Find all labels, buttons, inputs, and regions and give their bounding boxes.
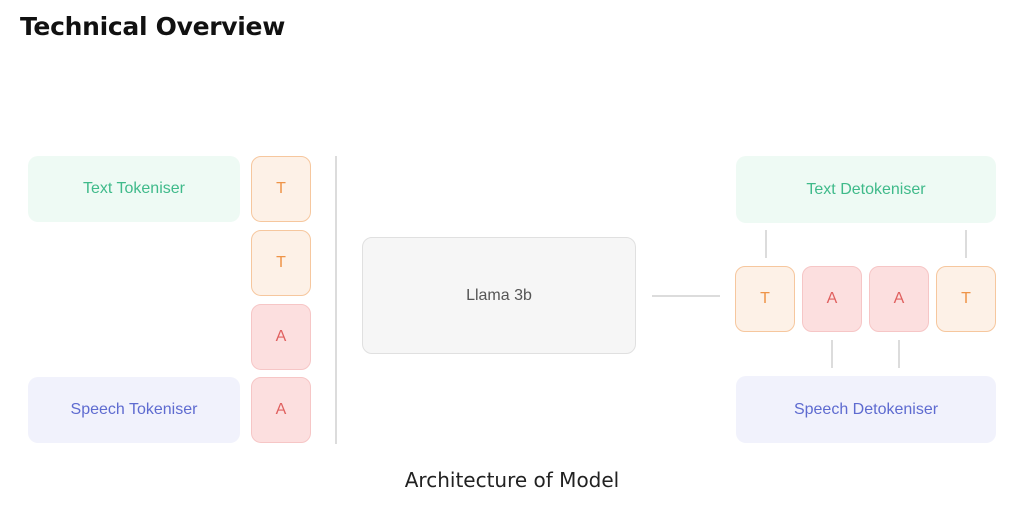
output-token: A: [869, 266, 929, 332]
divider-line: [335, 156, 337, 444]
text-tokeniser-label: Text Tokeniser: [83, 180, 185, 197]
speech-detokeniser-label: Speech Detokeniser: [793, 400, 939, 418]
speech-tokeniser-label: Speech Tokeniser: [70, 401, 198, 418]
output-token: A: [802, 266, 862, 332]
speech-detokeniser-box: Speech Detokeniser: [736, 376, 996, 443]
text-detokeniser-label: Text Detokeniser: [806, 180, 926, 198]
input-token: A: [251, 377, 311, 443]
connector-line: [765, 230, 767, 258]
output-token: T: [735, 266, 795, 332]
figure-caption: Architecture of Model: [404, 468, 620, 492]
input-token: T: [251, 230, 311, 296]
connector-line: [965, 230, 967, 258]
text-detokeniser-box: Text Detokeniser: [736, 156, 996, 223]
input-token: A: [251, 304, 311, 370]
connector-line: [831, 340, 833, 368]
text-tokeniser-box: Text Tokeniser: [28, 156, 240, 222]
connector-line: [652, 295, 720, 297]
model-label: Llama 3b: [466, 286, 532, 304]
speech-tokeniser-box: Speech Tokeniser: [28, 377, 240, 443]
input-token: T: [251, 156, 311, 222]
connector-line: [898, 340, 900, 368]
model-box: Llama 3b: [362, 237, 636, 354]
page-title: Technical Overview: [20, 12, 285, 41]
output-token: T: [936, 266, 996, 332]
